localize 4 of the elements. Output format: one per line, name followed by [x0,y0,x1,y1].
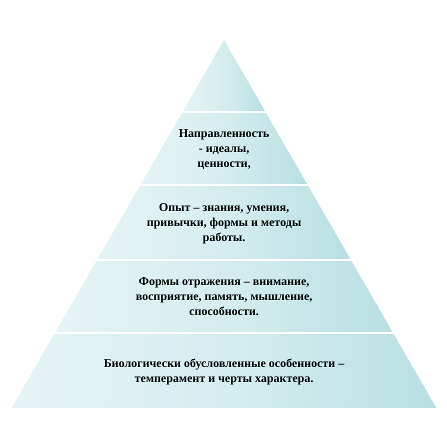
tier-text: Опыт – знания, умения, привычки, формы и методы работы. [146,200,302,245]
tier-text: Направленность - идеалы, ценности, [178,126,270,171]
tier-text: Формы отражения – внимание, восприятие, память, мышление, способности. [134,274,314,319]
tier-text: Биологически обусловленные особенности – темперамент и черты характера. [102,356,346,386]
